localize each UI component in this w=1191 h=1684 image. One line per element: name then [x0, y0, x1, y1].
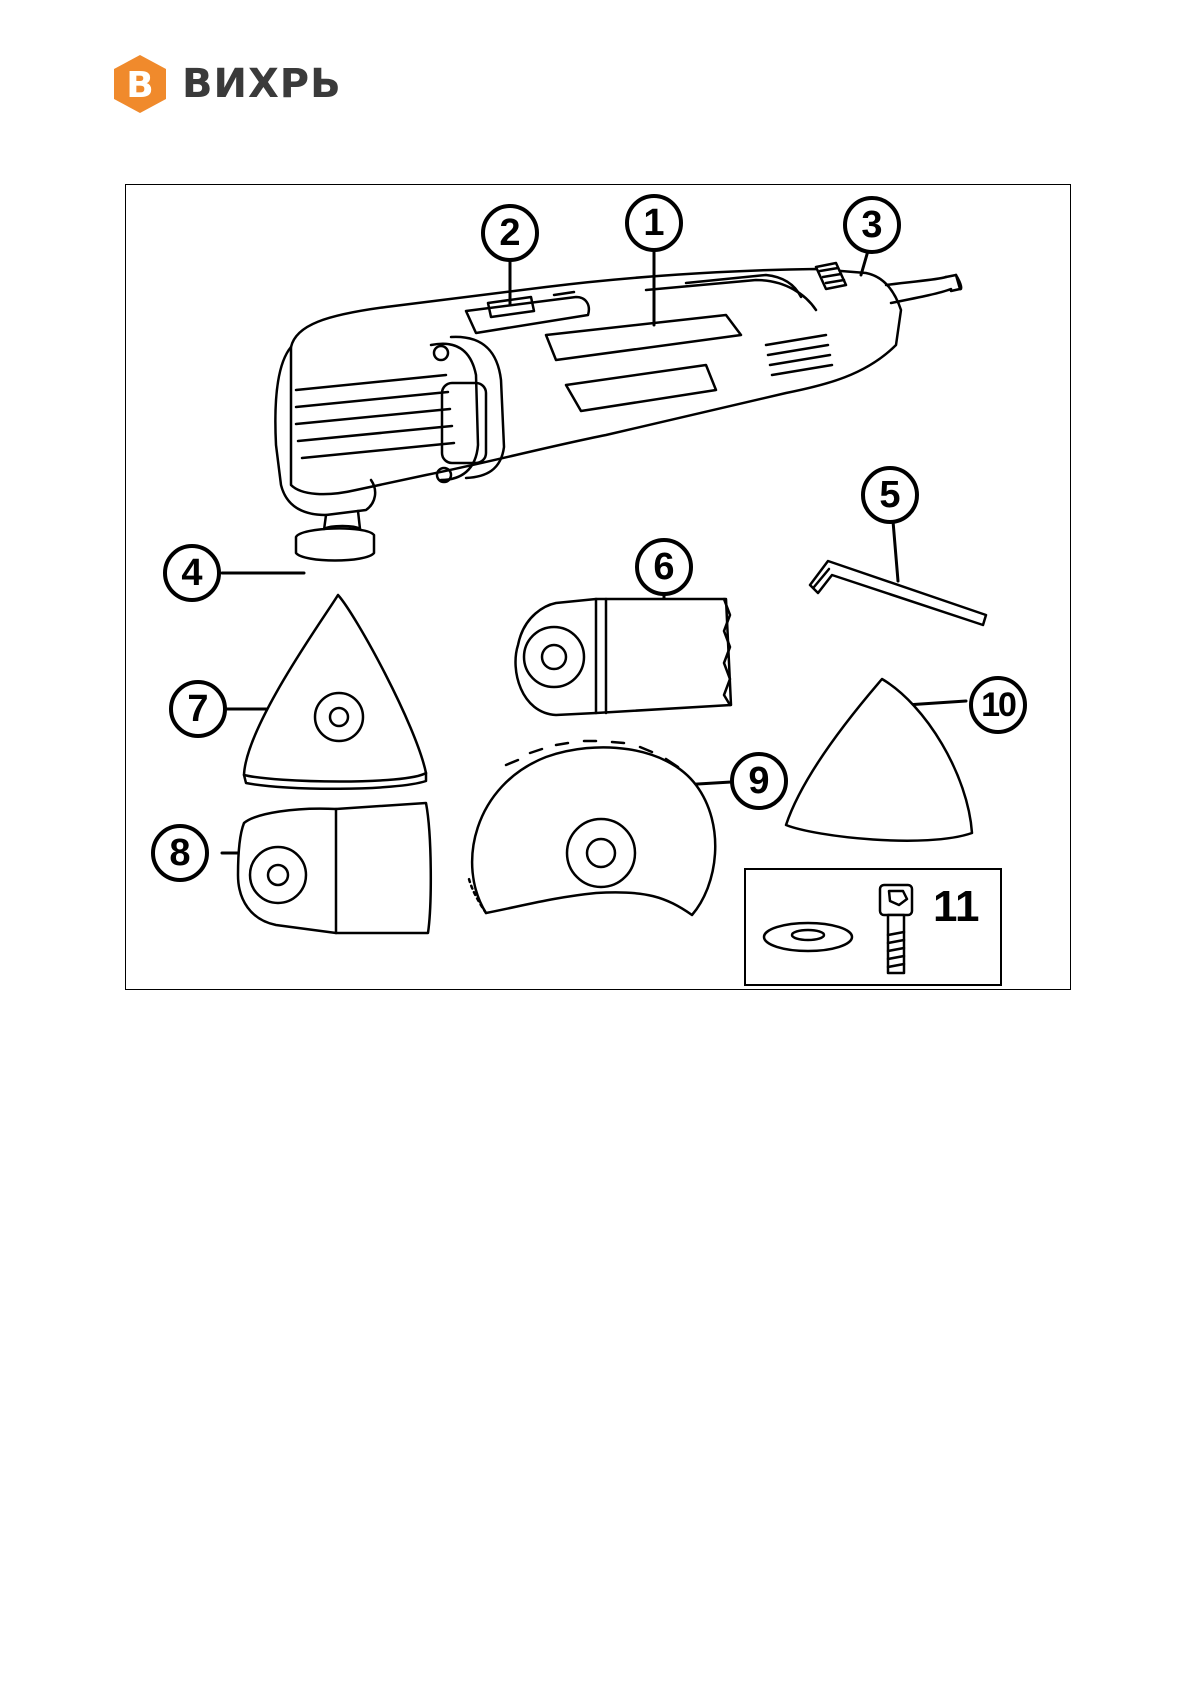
brand-logo-icon: В [112, 53, 168, 115]
brand-name: ВИХРЬ [182, 64, 342, 104]
callout-3: 3 [843, 196, 901, 254]
scraper-blade-icon [238, 803, 431, 933]
brand-logo-letter: В [126, 65, 153, 106]
callout-9: 9 [730, 752, 788, 810]
multitool-body-icon [275, 263, 961, 561]
sanding-pad-icon [244, 595, 426, 789]
plunge-blade-icon [516, 599, 731, 715]
segment-saw-blade-icon [469, 741, 715, 915]
callout-2: 2 [481, 204, 539, 262]
callout-1: 1 [625, 194, 683, 252]
callout-4: 4 [163, 544, 221, 602]
callout-7: 7 [169, 680, 227, 738]
callout-5: 5 [861, 466, 919, 524]
callout-11: 11 [933, 885, 980, 929]
callout-10: 10 [969, 676, 1027, 734]
callout-8: 8 [151, 824, 209, 882]
brand-header: В ВИХРЬ [112, 52, 342, 116]
tool-parts-figure: 1 2 3 4 5 6 7 8 9 10 11 [125, 184, 1071, 990]
callout-6: 6 [635, 538, 693, 596]
